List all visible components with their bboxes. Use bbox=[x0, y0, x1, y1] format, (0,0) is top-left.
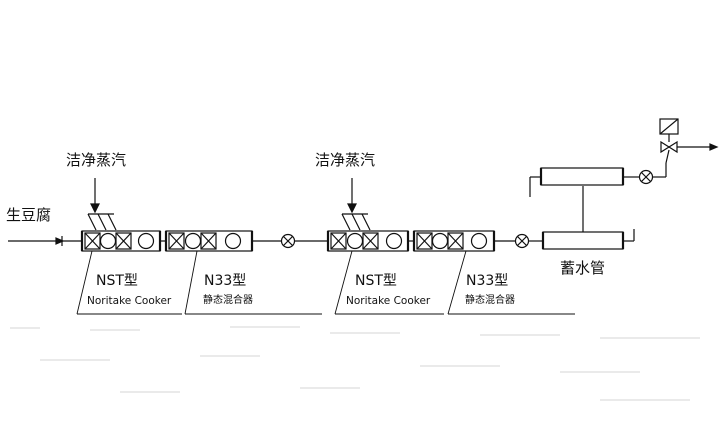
n33-mixer-2-label: N33型 bbox=[466, 273, 509, 289]
nst-cooker-2 bbox=[326, 230, 410, 252]
leader-lines bbox=[76, 250, 575, 315]
nst-cooker-1-label: NST型 bbox=[96, 273, 138, 289]
holding-tube-upper bbox=[539, 167, 625, 186]
n33-mixer-1-sublabel: 静态混合器 bbox=[203, 295, 253, 306]
raw-tofu-label: 生豆腐 bbox=[6, 206, 52, 224]
n33-mixer-1-label: N33型 bbox=[204, 273, 247, 289]
steam-inlet-2 bbox=[341, 178, 371, 231]
n33-static-mixer-1 bbox=[164, 230, 254, 252]
valve-1 bbox=[280, 233, 296, 249]
holding-tube-label: 蓄水管 bbox=[560, 259, 606, 277]
nst-cooker-2-label: NST型 bbox=[355, 273, 397, 289]
valve-3 bbox=[638, 169, 654, 185]
clean-steam-label-2: 洁净蒸汽 bbox=[315, 151, 376, 169]
outlet-arrow bbox=[677, 143, 719, 151]
nst-cooker-1-sublabel: Noritake Cooker bbox=[87, 295, 172, 307]
holding-tube-lower bbox=[541, 231, 625, 250]
inlet-arrow bbox=[8, 236, 82, 246]
n33-static-mixer-2 bbox=[412, 230, 496, 252]
valve-2 bbox=[514, 233, 530, 249]
nst-cooker-1 bbox=[80, 230, 162, 252]
n33-mixer-2-sublabel: 静态混合器 bbox=[465, 295, 515, 306]
nst-cooker-2-sublabel: Noritake Cooker bbox=[346, 295, 431, 307]
scan-noise bbox=[10, 326, 700, 401]
steam-inlet-1 bbox=[87, 178, 117, 231]
clean-steam-label-1: 洁净蒸汽 bbox=[66, 151, 127, 169]
control-valve bbox=[659, 118, 679, 154]
